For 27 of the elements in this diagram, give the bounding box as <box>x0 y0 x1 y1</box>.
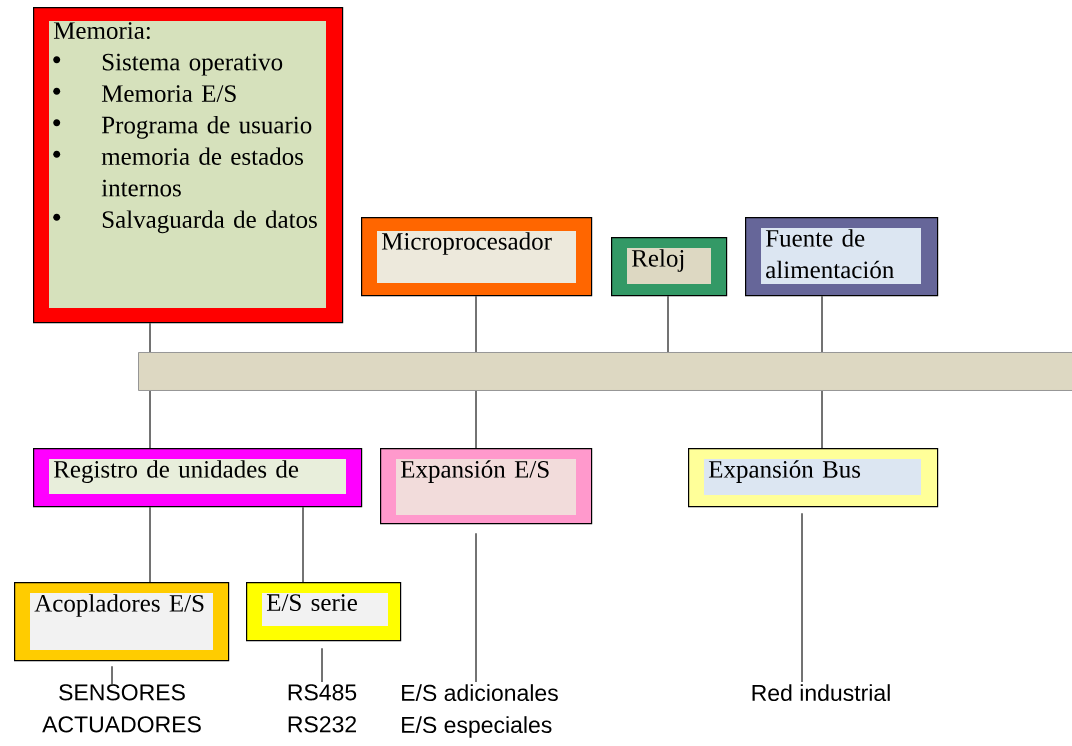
process-box: Fuente de alimentación <box>745 217 939 297</box>
bus-bar <box>138 352 1072 391</box>
process-box: E/S serie <box>246 582 402 642</box>
process-box: Registro de unidades de <box>33 448 363 508</box>
connector-line <box>149 322 151 353</box>
connector-line <box>475 295 477 353</box>
process-box: Memoria: Sistema operativo Memoria E/S Programa de usuario memoria de estados internos Salvaguarda de datos <box>33 7 344 324</box>
terminal-label: E/S adicionales E/S especiales <box>402 684 558 738</box>
connector-line <box>321 647 323 683</box>
terminal-label: Red industrial <box>752 684 890 702</box>
connector-line <box>667 295 669 353</box>
process-box: Expansión Bus <box>688 448 939 508</box>
connector-line <box>475 390 477 449</box>
connector-line <box>302 506 304 583</box>
connector-line <box>821 295 823 353</box>
terminal-label: SENSORES ACTUADORES <box>42 684 201 733</box>
terminal-label: RS485 RS232 <box>288 684 357 733</box>
connector-line <box>475 532 477 683</box>
process-box: Microprocesador <box>361 217 593 297</box>
process-box: Acopladores E/S <box>14 582 230 662</box>
connector-line <box>149 506 151 583</box>
connector-line <box>821 390 823 449</box>
connector-line <box>111 665 113 685</box>
process-box: Expansión E/S <box>380 448 593 525</box>
connector-line <box>149 390 151 449</box>
connector-line <box>801 512 803 683</box>
process-box: Reloj <box>611 237 728 297</box>
